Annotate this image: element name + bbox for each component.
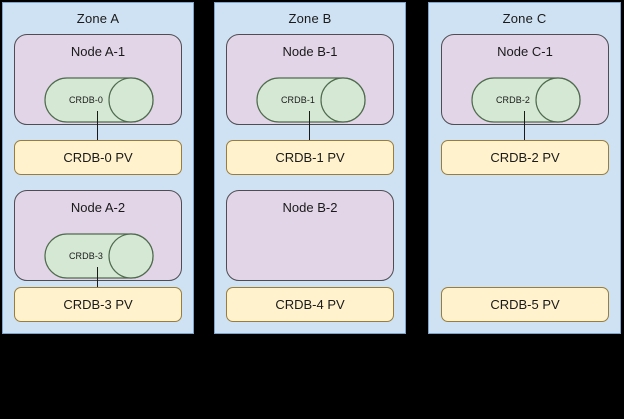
- link-crdb-3-to-pv: [97, 267, 98, 297]
- database-crdb-3-label: CRDB-3: [68, 251, 104, 261]
- database-crdb-3[interactable]: CRDB-3: [44, 233, 154, 279]
- node-b-1[interactable]: Node B-1 CRDB-1: [226, 34, 394, 125]
- database-crdb-1-label: CRDB-1: [280, 95, 316, 105]
- node-a-2-label: Node A-2: [70, 200, 126, 215]
- node-a-1[interactable]: Node A-1 CRDB-0: [14, 34, 182, 125]
- link-crdb-0-to-pv: [97, 111, 98, 141]
- zone-a-container[interactable]: Zone A Node A-1 CRDB-0 CRDB-0 PV Node A-…: [2, 2, 194, 334]
- cylinder-icon: [256, 77, 366, 123]
- node-b-2[interactable]: Node B-2: [226, 190, 394, 281]
- node-b-2-label: Node B-2: [282, 200, 338, 215]
- pv-crdb-2[interactable]: CRDB-2 PV: [441, 140, 609, 175]
- database-crdb-0[interactable]: CRDB-0: [44, 77, 154, 123]
- pv-crdb-3[interactable]: CRDB-3 PV: [14, 287, 182, 322]
- cylinder-icon: [44, 77, 154, 123]
- node-a-1-label: Node A-1: [70, 44, 126, 59]
- zone-a-title: Zone A: [76, 11, 120, 26]
- link-crdb-1-to-pv: [309, 111, 310, 141]
- node-c-1-label: Node C-1: [497, 44, 553, 59]
- cylinder-icon: [44, 233, 154, 279]
- pv-crdb-5[interactable]: CRDB-5 PV: [441, 287, 609, 322]
- database-crdb-2[interactable]: CRDB-2: [471, 77, 581, 123]
- node-b-1-label: Node B-1: [282, 44, 338, 59]
- zone-b-title: Zone B: [288, 11, 332, 26]
- pv-crdb-4[interactable]: CRDB-4 PV: [226, 287, 394, 322]
- pv-crdb-0[interactable]: CRDB-0 PV: [14, 140, 182, 175]
- zone-b-container[interactable]: Zone B Node B-1 CRDB-1 CRDB-1 PV Node B-…: [214, 2, 406, 334]
- link-crdb-2-to-pv: [524, 111, 525, 141]
- cylinder-icon: [471, 77, 581, 123]
- zone-c-container[interactable]: Zone C Node C-1 CRDB-2 CRDB-2 PV CRDB-5 …: [428, 2, 621, 334]
- node-c-1[interactable]: Node C-1 CRDB-2: [441, 34, 609, 125]
- database-crdb-2-label: CRDB-2: [495, 95, 531, 105]
- node-a-2[interactable]: Node A-2 CRDB-3: [14, 190, 182, 281]
- pv-crdb-1[interactable]: CRDB-1 PV: [226, 140, 394, 175]
- zone-c-title: Zone C: [502, 11, 547, 26]
- database-crdb-1[interactable]: CRDB-1: [256, 77, 366, 123]
- database-crdb-0-label: CRDB-0: [68, 95, 104, 105]
